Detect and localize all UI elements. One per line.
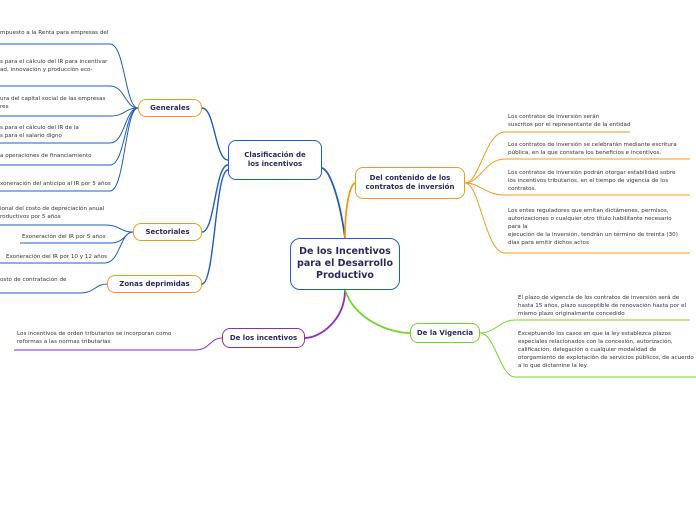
sectoriales-item: Exoneración del IR por 10 y 12 años [6,254,108,260]
sectoriales-item: ional del costo de depreciación anual ro… [0,206,105,221]
contenido-item: Los contratos de inversión podrán otorga… [508,170,676,193]
contenido-item: Los entes reguladores que emitan dictáme… [508,208,678,247]
sectoriales-item: Exoneración del IR por 5 años [22,234,106,240]
vigencia-item: El plazo de vigencia de los contratos de… [518,295,687,318]
vigencia-item: Exceptuando los casos en que la ley esta… [518,331,694,370]
branch-sectoriales-label: Sectoriales [145,227,190,236]
zonas-item: osto de contratación de [0,277,67,283]
root-node[interactable]: De los Incentivos para el Desarrollo Pro… [290,238,400,290]
branch-zonas-deprimidas[interactable]: Zonas deprimidas [107,275,202,293]
generales-item: s para el cálculo del IR de la s para el… [0,125,79,140]
generales-item: a operaciones de financiamiento [0,153,92,159]
branch-generales-label: Generales [150,103,190,112]
generales-item: mpuesto a la Renta para empresas del [0,30,109,36]
branch-vigencia-label: De la Vigencia [416,328,474,337]
branch-contenido-label: Del contenido de los contratos de invers… [365,174,455,191]
branch-de-los-incentivos[interactable]: De los incentivos [222,328,305,348]
generales-item: ura del capital social de las empresas r… [0,96,106,111]
branch-generales[interactable]: Generales [138,99,202,117]
branch-clasificacion[interactable]: Clasificación de los incentivos [228,140,322,180]
de-los-incentivos-item: Los incentivos de orden tributarios se i… [17,331,172,346]
generales-item: s para el cálculo del IR para incentivar… [0,59,108,74]
contenido-item: Los contratos de inversión se celebrarán… [508,142,677,157]
branch-contenido-contratos[interactable]: Del contenido de los contratos de invers… [355,167,465,199]
branch-clasificacion-label: Clasificación de los incentivos [244,151,306,168]
branch-vigencia[interactable]: De la Vigencia [410,323,480,343]
generales-item: xoneración del anticipo al IR por 5 años [0,181,111,187]
contenido-item: Los contratos de inversión serán suscrit… [508,114,631,129]
branch-zonas-label: Zonas deprimidas [119,279,190,288]
branch-de-los-incentivos-label: De los incentivos [229,333,298,342]
branch-sectoriales[interactable]: Sectoriales [133,223,202,241]
root-label: De los Incentivos para el Desarrollo Pro… [297,246,393,281]
